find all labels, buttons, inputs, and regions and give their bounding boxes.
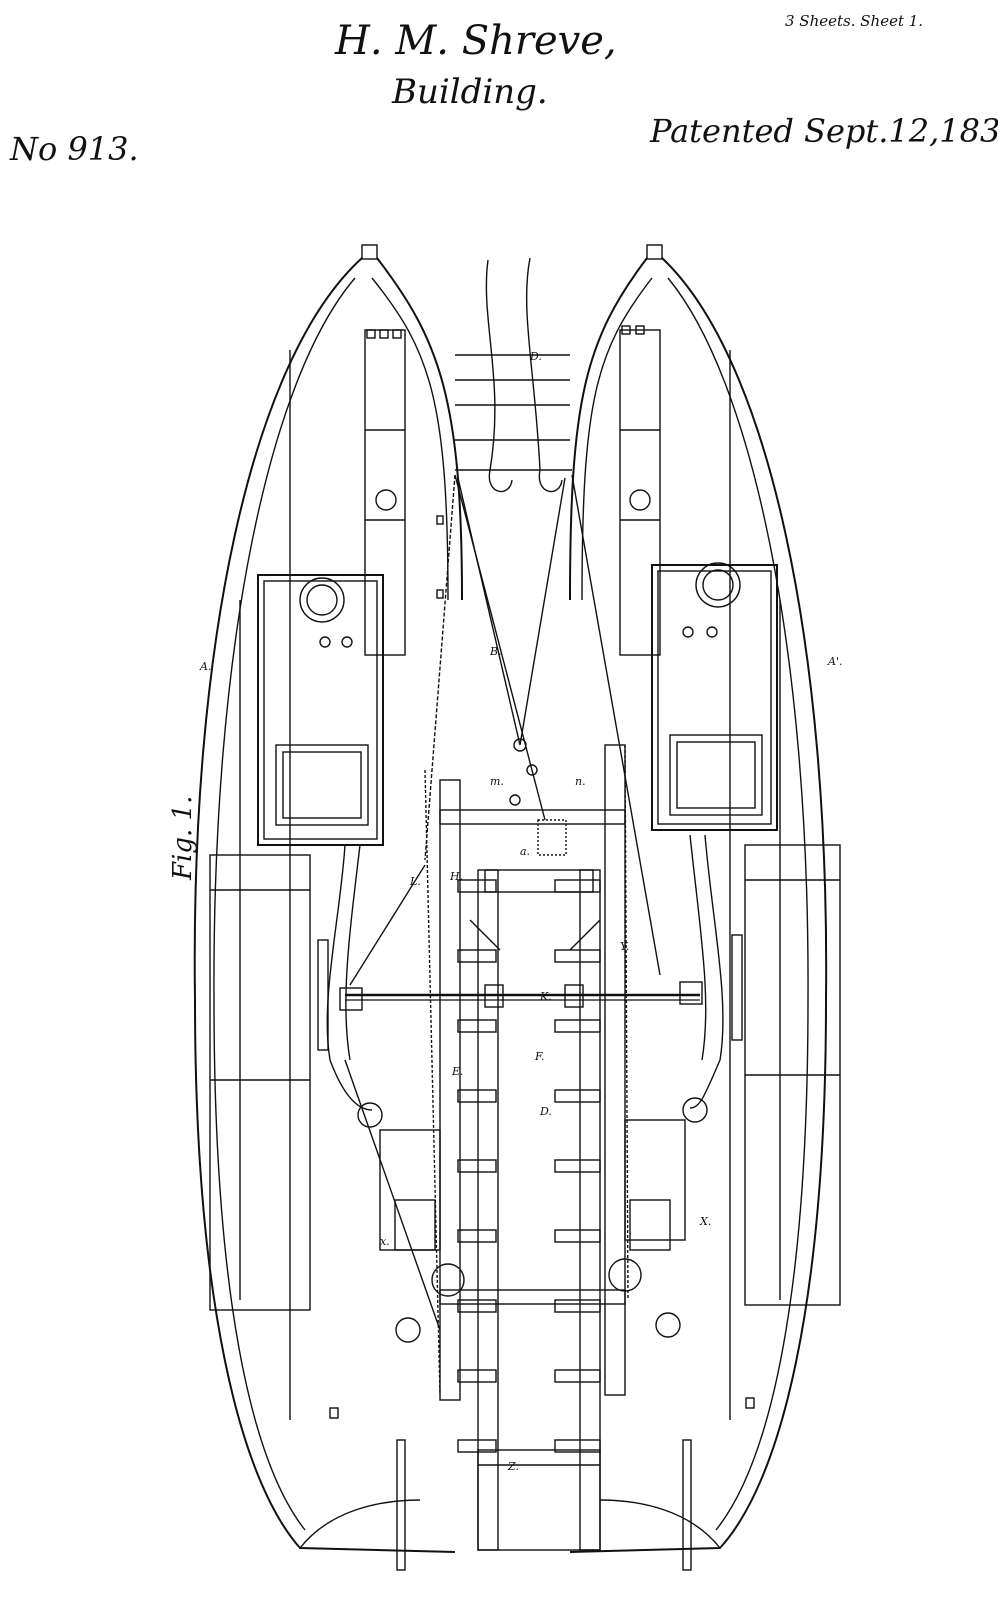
frame-crossbar [458,1370,496,1382]
letter-h: H. [449,870,463,883]
letter-k: K. [539,990,552,1003]
letter-m: m. [490,775,504,788]
frame-crossbar [555,1020,600,1032]
letter-d-mid: D. [539,1105,552,1118]
frame-crossbar [458,1300,496,1312]
frame-crossbar [555,950,600,962]
letter-x-left: x. [380,1235,390,1248]
frame-crossbar [458,950,496,962]
letter-a-small: a. [520,845,530,858]
frame-crossbar [458,1160,496,1172]
letter-b: B. [489,645,502,658]
frame-crossbar [458,1090,496,1102]
left-boiler [258,575,383,845]
letter-a-left: A. [199,660,211,673]
tackle-ropes [350,258,660,985]
letter-f: F. [534,1050,544,1063]
side-compartments [210,845,840,1310]
frame-crossbar [555,1160,600,1172]
frame-crossbar [458,1230,496,1242]
letter-l: L. [409,875,421,888]
frame-crossbar [458,1020,496,1032]
letter-y: Y. [620,940,629,953]
letter-d-top: D. [529,350,542,363]
letter-e: E. [451,1065,464,1078]
central-frame [340,745,702,1550]
letter-n: n. [575,775,586,788]
deck-frames [240,326,780,1420]
frame-crossbar [555,1090,600,1102]
letter-x-right: X. [699,1215,711,1228]
letter-z: Z. [507,1460,519,1473]
letter-a-right: A'. [827,655,842,668]
left-hull [195,245,462,1552]
frame-crossbar [555,1370,600,1382]
frame-crossbar [555,1230,600,1242]
frame-crossbar [458,880,496,892]
frame-crossbar [555,1300,600,1312]
left-engine [327,845,464,1342]
right-boiler [652,563,777,830]
right-hull [570,245,826,1552]
